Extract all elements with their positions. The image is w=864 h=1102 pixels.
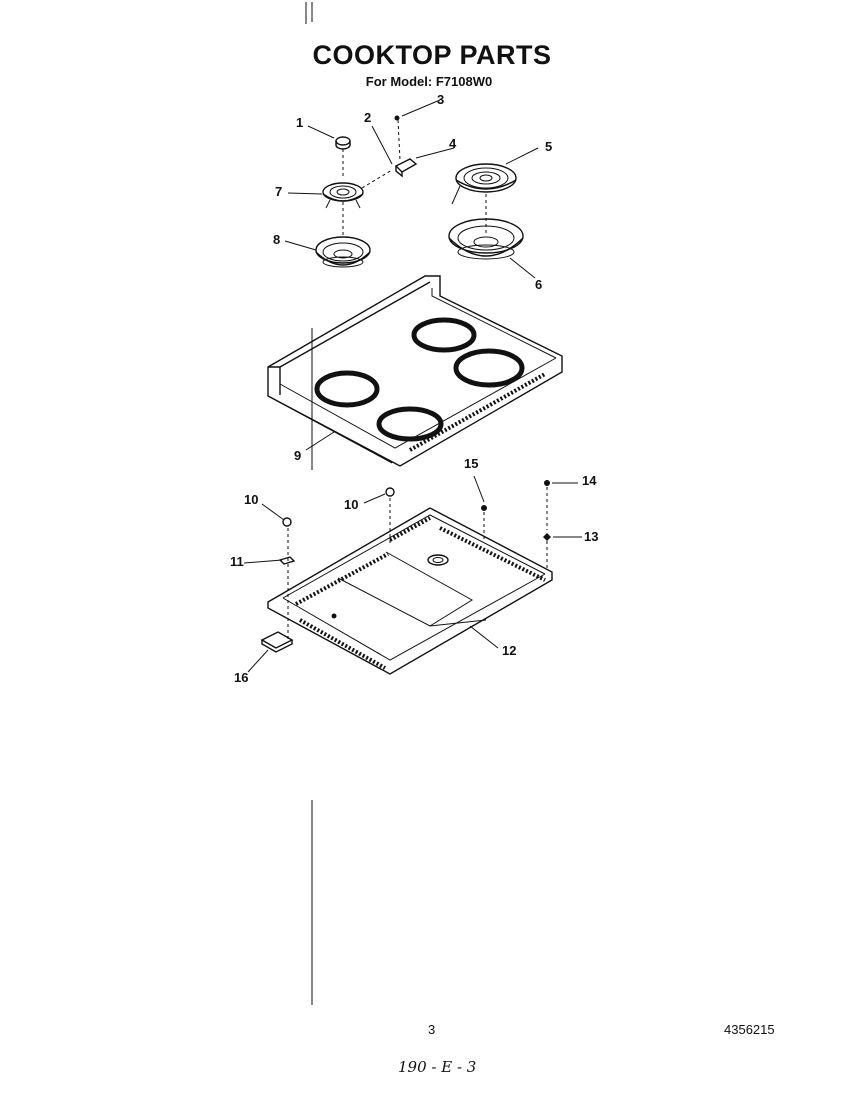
part-8-small-drip-bowl bbox=[315, 236, 371, 268]
callout-11: 11 bbox=[230, 554, 244, 569]
callout-2: 2 bbox=[364, 110, 372, 125]
callout-9: 9 bbox=[294, 448, 302, 463]
model-subtitle: For Model: F7108W0 bbox=[365, 74, 493, 89]
part-10-right-screw bbox=[385, 487, 395, 546]
part-13-nut bbox=[543, 533, 551, 570]
callout-10-right: 10 bbox=[344, 497, 359, 512]
part-5-large-element bbox=[451, 163, 517, 236]
callout-10-left: 10 bbox=[244, 492, 259, 507]
callout-1: 1 bbox=[296, 115, 304, 130]
part-9-cooktop bbox=[267, 275, 563, 470]
part-7-small-element bbox=[322, 169, 393, 238]
part-number: 4356215 bbox=[724, 1022, 775, 1037]
part-12-burner-box bbox=[267, 507, 553, 675]
part-14-screw bbox=[544, 480, 550, 530]
part-6-large-drip-bowl bbox=[448, 218, 524, 260]
part-4-receptacle bbox=[394, 119, 418, 178]
callout-4: 4 bbox=[449, 136, 457, 151]
diagram-title: COOKTOP PARTS bbox=[312, 40, 552, 70]
part-16-bracket bbox=[260, 631, 294, 653]
callout-6: 6 bbox=[535, 277, 543, 292]
callout-12: 12 bbox=[502, 643, 517, 658]
callout-8: 8 bbox=[273, 232, 281, 247]
callout-16: 16 bbox=[234, 670, 249, 685]
part-10-left-screw bbox=[282, 517, 292, 640]
callout-5: 5 bbox=[545, 139, 553, 154]
callout-3: 3 bbox=[437, 92, 445, 107]
part-11-clip bbox=[278, 556, 296, 565]
leader-lines bbox=[243, 99, 582, 673]
part-3-screw bbox=[394, 115, 400, 121]
callout-7: 7 bbox=[275, 184, 283, 199]
handwritten-code: 190 - E - 3 bbox=[398, 1058, 477, 1076]
part-1-knob-cap bbox=[335, 136, 351, 178]
part-15-screw bbox=[481, 505, 487, 540]
page-number: 3 bbox=[428, 1022, 436, 1037]
callout-14: 14 bbox=[582, 473, 597, 488]
callout-15: 15 bbox=[464, 456, 479, 471]
callout-13: 13 bbox=[584, 529, 599, 544]
